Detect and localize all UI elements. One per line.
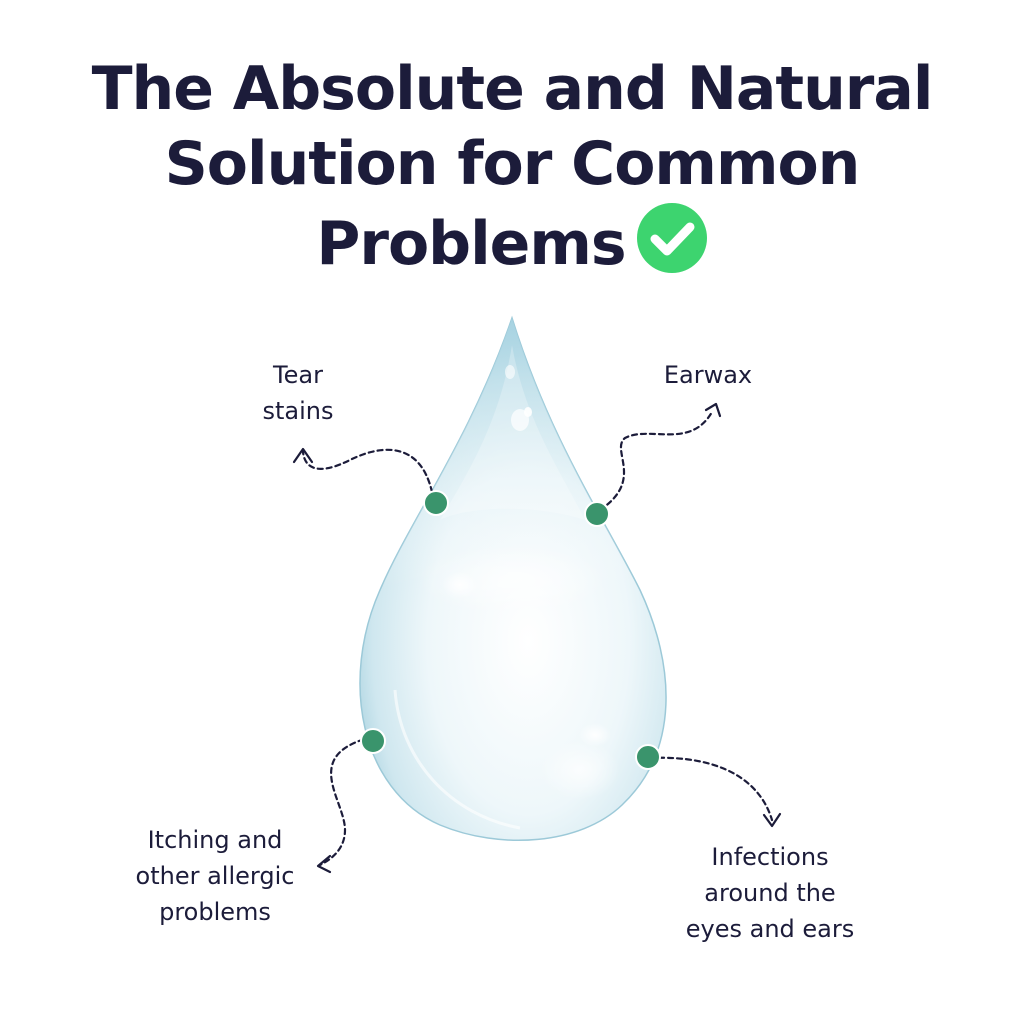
connector-itching bbox=[318, 735, 374, 867]
headline-line-2: Solution for Common bbox=[164, 129, 861, 199]
headline-line-3-text: Problems bbox=[316, 209, 626, 279]
label-infections: Infections around the eyes and ears bbox=[660, 839, 880, 947]
arrowhead-earwax bbox=[704, 402, 722, 418]
arrowhead-infections bbox=[762, 812, 782, 828]
label-earwax: Earwax bbox=[648, 357, 768, 393]
dot-itching bbox=[360, 728, 386, 754]
dot-earwax bbox=[584, 501, 610, 527]
label-itching-line-3: problems bbox=[159, 898, 271, 926]
label-infections-line-1: Infections bbox=[711, 843, 829, 871]
label-infections-line-2: around the bbox=[704, 879, 836, 907]
connector-tear bbox=[301, 448, 434, 494]
arrowhead-tear bbox=[292, 447, 314, 464]
label-infections-line-3: eyes and ears bbox=[685, 915, 855, 943]
headline-line-1: The Absolute and Natural bbox=[91, 54, 934, 124]
label-tear-stains: Tear stains bbox=[238, 357, 358, 429]
connector-earwax bbox=[598, 410, 714, 512]
label-earwax-line-1: Earwax bbox=[663, 361, 753, 389]
check-circle-icon bbox=[636, 203, 707, 273]
dot-tear bbox=[423, 490, 449, 516]
label-itching-line-2: other allergic bbox=[135, 862, 295, 890]
arrowhead-itching bbox=[316, 854, 332, 874]
connector-infections bbox=[648, 756, 774, 822]
label-tear-stains-line-1: Tear bbox=[273, 361, 323, 389]
headline-line-3: Problems bbox=[0, 202, 1024, 282]
label-itching: Itching and other allergic problems bbox=[110, 822, 320, 930]
dot-infections bbox=[635, 744, 661, 770]
headline: The Absolute and Natural Solution for Co… bbox=[0, 52, 1024, 282]
label-tear-stains-line-2: stains bbox=[262, 397, 334, 425]
label-itching-line-1: Itching and bbox=[147, 826, 283, 854]
